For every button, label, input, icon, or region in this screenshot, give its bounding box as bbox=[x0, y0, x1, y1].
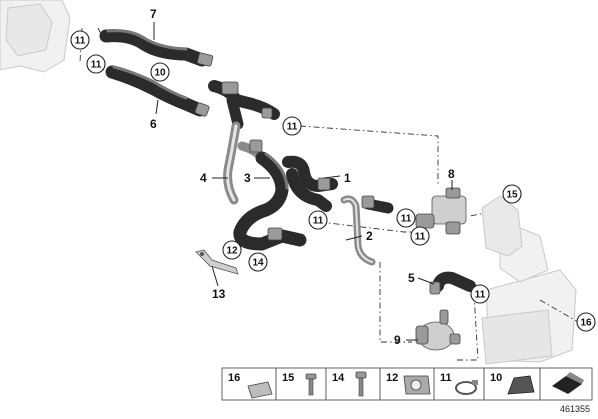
legend-item-14: 14 bbox=[332, 371, 367, 397]
callout-9: 9 bbox=[394, 333, 401, 347]
circle-callout-11-e: 11 bbox=[396, 208, 416, 228]
legend-item-11: 11 bbox=[440, 372, 478, 395]
hose-part-7[interactable] bbox=[99, 29, 214, 67]
svg-text:16: 16 bbox=[580, 318, 592, 329]
svg-text:12: 12 bbox=[386, 372, 398, 384]
document-id: 461355 bbox=[560, 404, 590, 414]
svg-text:16: 16 bbox=[228, 372, 240, 384]
fastener-legend: 16 15 14 12 11 10 bbox=[221, 367, 593, 401]
legend-item-16: 16 bbox=[228, 372, 273, 399]
svg-text:11: 11 bbox=[440, 372, 452, 384]
legend-arrow-icon bbox=[548, 372, 586, 396]
circle-callout-14: 14 bbox=[248, 252, 268, 272]
legend-item-15: 15 bbox=[282, 372, 317, 396]
circle-callout-11-g: 11 bbox=[470, 284, 490, 304]
legend-item-10: 10 bbox=[490, 372, 535, 395]
pipe-part-2[interactable] bbox=[340, 195, 394, 266]
hose-part-3[interactable] bbox=[233, 139, 307, 251]
callout-7: 7 bbox=[150, 7, 157, 21]
svg-text:11: 11 bbox=[475, 290, 486, 301]
svg-text:12: 12 bbox=[226, 246, 238, 257]
bracket-part-13[interactable] bbox=[195, 249, 239, 275]
circle-callout-16: 16 bbox=[576, 312, 596, 332]
circle-callout-11-b: 11 bbox=[86, 54, 106, 74]
circle-callout-10: 10 bbox=[150, 62, 170, 82]
pump-part-9[interactable] bbox=[415, 309, 461, 351]
callout-1: 1 bbox=[344, 171, 351, 185]
ghost-structure-top-left bbox=[0, 0, 71, 73]
callout-13: 13 bbox=[212, 287, 226, 301]
svg-text:11: 11 bbox=[313, 216, 324, 227]
pipe-part-4[interactable] bbox=[223, 121, 241, 205]
svg-text:11: 11 bbox=[401, 214, 412, 225]
svg-text:10: 10 bbox=[490, 372, 502, 384]
callout-4: 4 bbox=[200, 171, 207, 185]
circle-callout-11-a: 11 bbox=[70, 30, 90, 50]
callout-5: 5 bbox=[408, 271, 415, 285]
tee-connector[interactable] bbox=[208, 80, 280, 130]
svg-text:11: 11 bbox=[287, 122, 298, 133]
callout-2: 2 bbox=[366, 229, 373, 243]
svg-text:10: 10 bbox=[154, 68, 166, 79]
hose-part-1[interactable] bbox=[282, 155, 338, 212]
circle-callout-11-f: 11 bbox=[410, 226, 430, 246]
circle-callout-11-c: 11 bbox=[282, 116, 302, 136]
circle-callout-11-d: 11 bbox=[308, 210, 328, 230]
callout-3: 3 bbox=[244, 171, 251, 185]
legend-item-12: 12 bbox=[386, 372, 431, 395]
svg-text:14: 14 bbox=[252, 258, 264, 269]
svg-text:15: 15 bbox=[506, 190, 518, 201]
callout-8: 8 bbox=[448, 167, 455, 181]
svg-text:11: 11 bbox=[91, 60, 102, 71]
circle-callout-12: 12 bbox=[222, 240, 242, 260]
circled-callouts: 11 11 10 11 11 11 11 11 12 14 15 16 bbox=[70, 30, 596, 332]
svg-text:11: 11 bbox=[415, 232, 426, 243]
hose-part-6[interactable] bbox=[105, 65, 210, 117]
callout-numbers: 7 6 4 3 1 2 5 9 8 13 bbox=[150, 7, 455, 347]
circle-callout-15: 15 bbox=[502, 184, 522, 204]
valve-part-8[interactable] bbox=[415, 187, 467, 235]
callout-6: 6 bbox=[150, 117, 157, 131]
leader-lines bbox=[153, 22, 453, 341]
hose-part-5[interactable] bbox=[429, 271, 476, 295]
bracket-part-15[interactable] bbox=[481, 195, 523, 257]
svg-text:14: 14 bbox=[332, 372, 345, 384]
svg-text:15: 15 bbox=[282, 372, 294, 384]
svg-text:11: 11 bbox=[75, 36, 86, 47]
